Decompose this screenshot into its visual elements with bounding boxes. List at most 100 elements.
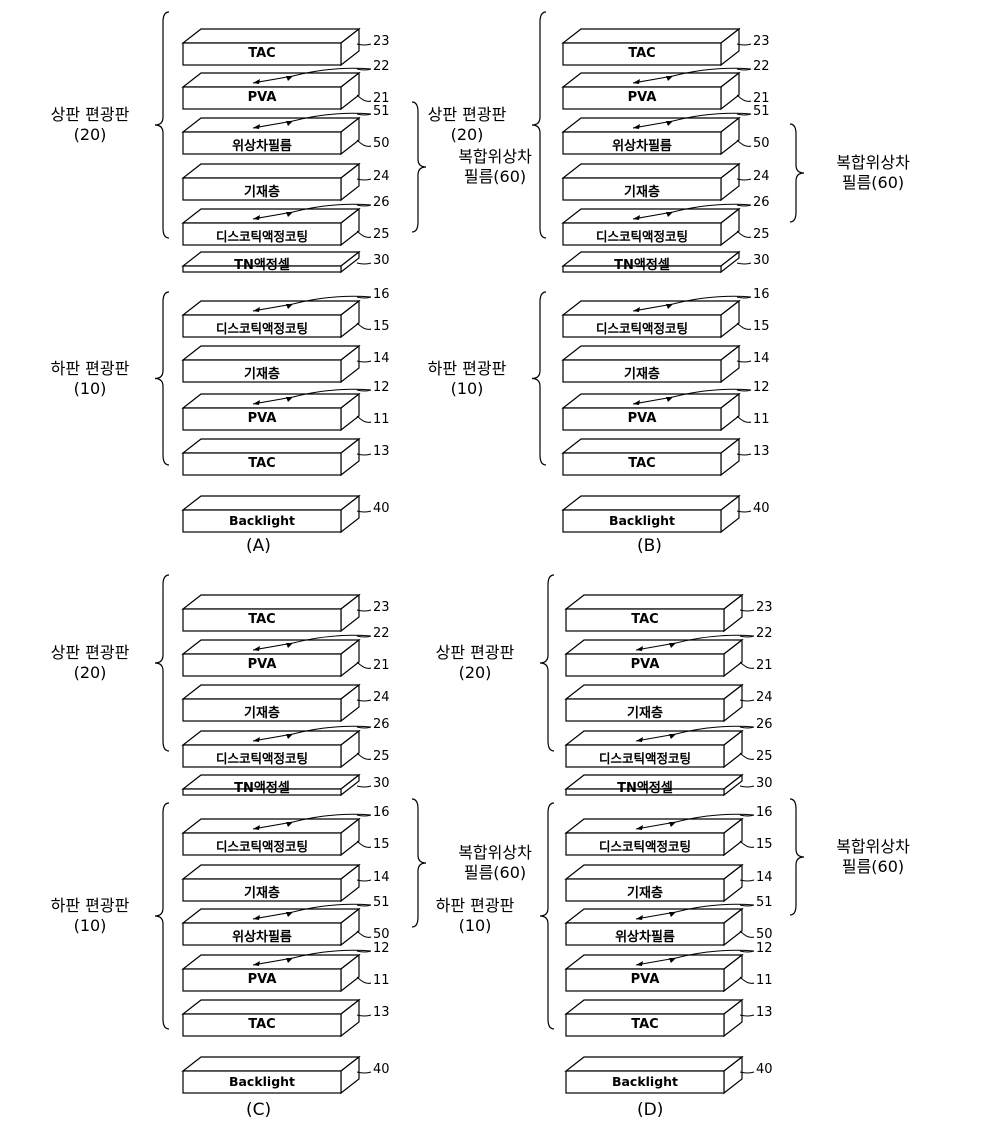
layer-label: 디스코틱액정코팅: [566, 836, 724, 855]
reference-number: 14: [753, 351, 770, 366]
reference-number: 26: [756, 717, 773, 732]
group-label: 상판 편광판(20): [402, 105, 532, 145]
leader-line: [357, 753, 371, 759]
group-brace: [532, 292, 546, 465]
layer-label: 기재층: [566, 702, 724, 721]
layer-label: TAC: [563, 46, 721, 61]
layer-label: PVA: [563, 90, 721, 105]
leader-line: [737, 390, 751, 391]
group-brace: [155, 12, 169, 238]
group-label: 하판 편광판(10): [410, 896, 540, 936]
layer-label: Backlight: [563, 513, 721, 528]
group-label-line: 복합위상차: [808, 153, 938, 173]
layer-label: PVA: [183, 90, 341, 105]
group-brace: [155, 803, 169, 1029]
leader-line: [357, 700, 371, 701]
layer-label: Backlight: [183, 513, 341, 528]
group-label-line: (20): [25, 663, 155, 683]
group-label-line: 하판 편광판: [402, 359, 532, 379]
layer-label: TN액정셀: [566, 777, 724, 796]
leader-line: [357, 786, 371, 787]
leader-line: [357, 454, 371, 455]
leader-line: [357, 951, 371, 952]
group-brace: [540, 575, 554, 751]
leader-line: [740, 700, 754, 701]
reference-number: 23: [753, 34, 770, 49]
layer-label: 디스코틱액정코팅: [183, 836, 341, 855]
reference-number: 13: [756, 1005, 773, 1020]
group-label-line: 필름(60): [808, 173, 938, 193]
group-label-line: 상판 편광판: [402, 105, 532, 125]
leader-line: [737, 454, 751, 455]
leader-line: [737, 511, 751, 512]
reference-number: 50: [756, 927, 773, 942]
reference-number: 16: [753, 287, 770, 302]
leader-line: [357, 179, 371, 180]
layer-label: PVA: [563, 411, 721, 426]
group-label-line: (10): [410, 916, 540, 936]
layer-label: 기재층: [183, 363, 341, 382]
layer-label: 기재층: [566, 882, 724, 901]
group-label-line: 하판 편광판: [25, 896, 155, 916]
group-label: 상판 편광판(20): [25, 105, 155, 145]
layer-label: 디스코틱액정코팅: [563, 318, 721, 337]
layer-label: TAC: [566, 1017, 724, 1032]
reference-number: 25: [753, 227, 770, 242]
layer-label: 디스코틱액정코팅: [566, 748, 724, 767]
layer-label: TAC: [183, 1017, 341, 1032]
leader-line: [357, 416, 371, 422]
group-label-line: (20): [410, 663, 540, 683]
layer-label: 기재층: [563, 363, 721, 382]
layer-label: TN액정셀: [183, 777, 341, 796]
reference-number: 14: [756, 870, 773, 885]
leader-line: [357, 880, 371, 881]
leader-line: [740, 727, 754, 728]
layer-label: 디스코틱액정코팅: [183, 226, 341, 245]
leader-line: [737, 231, 751, 237]
group-label: 상판 편광판(20): [410, 643, 540, 683]
reference-number: 24: [753, 169, 770, 184]
leader-line: [737, 361, 751, 362]
layer-label: 기재층: [183, 702, 341, 721]
leader-line: [357, 636, 371, 637]
layer-label: TAC: [183, 46, 341, 61]
leader-line: [357, 390, 371, 391]
layer-label: TAC: [566, 612, 724, 627]
leader-line: [357, 95, 371, 101]
group-label-line: 상판 편광판: [25, 643, 155, 663]
reference-number: 11: [756, 973, 773, 988]
reference-number: 13: [753, 444, 770, 459]
leader-line: [357, 841, 371, 847]
layer-label: 기재층: [183, 882, 341, 901]
leader-line: [737, 416, 751, 422]
group-label-line: 상판 편광판: [25, 105, 155, 125]
layer-label: 디스코틱액정코팅: [563, 226, 721, 245]
leader-line: [357, 263, 371, 264]
layer-label: PVA: [183, 411, 341, 426]
leader-line: [357, 205, 371, 206]
layer-label: TN액정셀: [183, 254, 341, 273]
reference-number: 50: [753, 136, 770, 151]
leader-line: [740, 977, 754, 983]
reference-number: 26: [753, 195, 770, 210]
layer-label: TAC: [183, 612, 341, 627]
leader-line: [357, 511, 371, 512]
leader-line: [357, 297, 371, 298]
layer-label: 위상차필름: [183, 135, 341, 154]
group-label: 복합위상차필름(60): [808, 153, 938, 193]
leader-line: [740, 815, 754, 816]
group-label-line: 복합위상차: [808, 837, 938, 857]
group-label-line: (10): [402, 379, 532, 399]
reference-number: 24: [756, 690, 773, 705]
leader-line: [357, 140, 371, 146]
group-label: 하판 편광판(10): [25, 359, 155, 399]
leader-line: [357, 1072, 371, 1073]
leader-line: [357, 662, 371, 668]
reference-number: 15: [753, 319, 770, 334]
leader-line: [357, 44, 371, 45]
layer-label: PVA: [566, 657, 724, 672]
layer-label: 디스코틱액정코팅: [183, 748, 341, 767]
group-brace: [155, 292, 169, 465]
group-brace: [155, 575, 169, 751]
leader-line: [357, 931, 371, 937]
